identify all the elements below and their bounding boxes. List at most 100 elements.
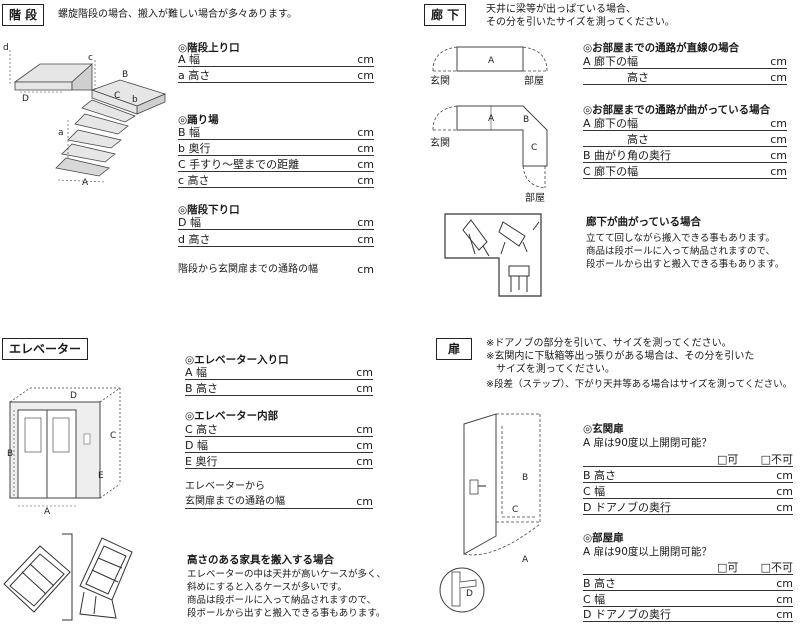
stairs-note: 螺旋階段の場合、搬入が難しい場合が多々あります。 [58, 9, 297, 20]
hallway-corner-heading: 廊下が曲がっている場合 [586, 216, 701, 228]
hallway-corner-line-3: 段ボールから出すと搬入できる事もあります。 [586, 259, 785, 270]
stairs-landing-row-rail[interactable]: C 手すり～壁までの距離 cm [178, 157, 374, 172]
unit-label: cm [770, 149, 787, 162]
unit-label: cm [357, 158, 374, 171]
field-label: 高さ [627, 133, 649, 146]
hallway-bent-row-corner[interactable]: B 曲がり角の奥行 cm [583, 148, 787, 163]
stairs-up-height-row[interactable]: a 高さ cm [178, 68, 374, 83]
elevator-inside-width-row[interactable]: D 幅 cm [185, 438, 373, 453]
hallway-straight-label-room: 部屋 [524, 74, 544, 87]
field-label: D ドアノブの奥行 [583, 501, 671, 514]
hallway-bent-label-room: 部屋 [525, 191, 545, 204]
front-no-checkbox[interactable]: □不可 [760, 453, 793, 466]
stairs-label-a: a [58, 128, 64, 138]
unit-label: cm [356, 495, 373, 508]
door-room-open-row[interactable]: □可 □不可 [583, 560, 793, 575]
unit-label: cm [770, 117, 787, 130]
hallway-straight-label-entrance: 玄関 [430, 74, 450, 87]
room-no-checkbox[interactable]: □不可 [760, 561, 793, 574]
field-label: D 幅 [185, 439, 208, 452]
stairs-label-A: A [82, 178, 89, 188]
elevator-tall-heading: 高さのある家具を搬入する場合 [187, 554, 334, 566]
unit-label: cm [357, 216, 374, 229]
door-front-knob-row[interactable]: D ドアノブの奥行 cm [583, 500, 793, 515]
hallway-bent-label-C: C [531, 143, 537, 153]
stairs-path-row[interactable]: 階段から玄関扉までの通路の幅 cm [178, 262, 374, 277]
stairs-label-B: B [122, 70, 128, 80]
hallway-corner-line-2: 商品は段ボールに入って納品されますので、 [586, 246, 776, 257]
field-label: B 幅 [178, 126, 201, 139]
field-label: B 曲がり角の奥行 [583, 149, 672, 162]
unit-label: cm [357, 69, 374, 82]
elevator-inside-heading: ◎エレベーター内部 [185, 410, 279, 422]
front-yes-checkbox[interactable]: □可 [717, 453, 739, 466]
stairs-down-width-row[interactable]: D 幅 cm [178, 215, 374, 230]
door-front-open-row[interactable]: □可 □不可 [583, 452, 793, 467]
hallway-bent-heading: ◎お部屋までの通路が曲がっている場合 [583, 104, 771, 116]
unit-label: cm [776, 485, 793, 498]
section-tag-door: 扉 [436, 338, 472, 360]
hallway-corner-line-1: 立てて回しながら搬入できる事もあります。 [586, 233, 775, 244]
field-label: a 高さ [178, 69, 211, 82]
hallway-note-line-2: その分を引いたサイズを測ってください。 [486, 17, 675, 28]
section-tag-stairs: 階 段 [2, 4, 45, 26]
field-label: B 高さ [185, 382, 219, 395]
elevator-label-E: E [98, 471, 104, 481]
field-label: B 高さ [583, 577, 617, 590]
stairs-up-heading: ◎階段上り口 [178, 42, 240, 54]
field-label: 階段から玄関扉までの通路の幅 [178, 264, 318, 275]
elevator-tall-line-2: 斜めにすると入るケースが多いです。 [187, 582, 347, 593]
elevator-label-A: A [44, 507, 51, 517]
unit-label: cm [357, 233, 374, 246]
hallway-note-line-1: 天井に梁等が出っぱている場合、 [486, 4, 636, 15]
elevator-path-line-1: エレベーターから [185, 481, 265, 492]
field-label: C 手すり～壁までの距離 [178, 158, 300, 171]
elevator-label-B: B [7, 449, 13, 459]
door-room-question: A 扉は90度以上開閉可能？ [583, 546, 712, 558]
hallway-bent-row-width2[interactable]: C 廊下の幅 cm [583, 164, 787, 179]
room-yes-checkbox[interactable]: □可 [717, 561, 739, 574]
field-label: C 廊下の幅 [583, 165, 639, 178]
field-label: D 幅 [178, 216, 201, 229]
hallway-bent-label-B: B [523, 115, 529, 125]
hallway-straight-label-A: A [488, 56, 495, 66]
unit-label: cm [770, 165, 787, 178]
field-label: E 奥行 [185, 455, 218, 468]
field-label: C 高さ [185, 423, 219, 436]
stairs-label-b: b [132, 95, 138, 105]
elevator-diagram: D B C E A [7, 387, 121, 517]
field-label: C 幅 [583, 485, 606, 498]
door-note-4: ※段差（ステップ）、下がり天井等ある場合はサイズを測ってください。 [486, 379, 793, 390]
elevator-tall-line-3: 商品は段ボールに入って納品されますので、 [187, 595, 377, 606]
unit-label: cm [356, 439, 373, 452]
stairs-label-c-lower: c [88, 53, 93, 63]
unit-label: cm [357, 263, 374, 276]
unit-label: cm [776, 501, 793, 514]
unit-label: cm [776, 608, 793, 621]
door-note-3: サイズを測ってください。 [486, 364, 615, 375]
hallway-bent-label-entrance: 玄関 [430, 136, 450, 149]
field-label: C 幅 [583, 593, 606, 606]
field-label: c 高さ [178, 174, 210, 187]
unit-label: cm [776, 469, 793, 482]
section-tag-hallway: 廊 下 [424, 4, 467, 26]
door-front-width-row[interactable]: C 幅 cm [583, 484, 793, 499]
